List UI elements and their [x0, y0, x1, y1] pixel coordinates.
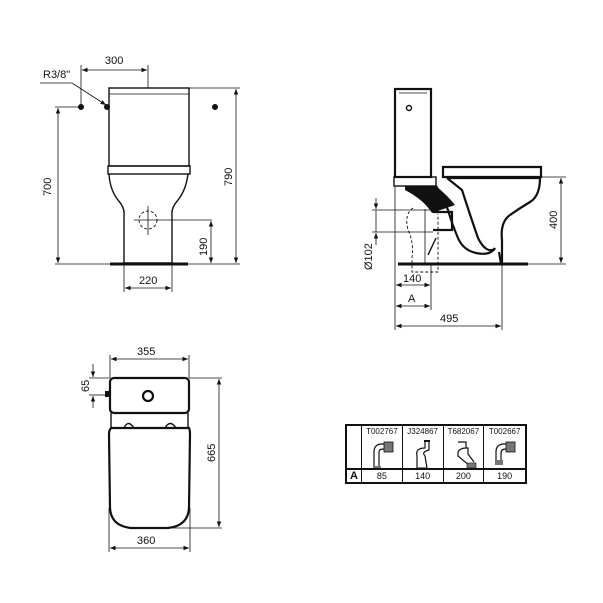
connector-a-value: 200 — [443, 468, 485, 482]
connector-code: T002667 — [488, 427, 521, 436]
side-seat-height-label: 400 — [548, 211, 560, 229]
top-inlet-offset-label: 65 — [80, 380, 92, 392]
top-total-length-label: 665 — [206, 444, 218, 462]
connector-code: T682067 — [447, 427, 480, 436]
table-corner-cell — [347, 426, 362, 468]
side-total-depth-label: 495 — [440, 313, 458, 325]
side-outlet-diameter-label: Ø102 — [363, 243, 375, 270]
pan-connector-90-short-icon — [495, 441, 516, 465]
side-view: 400 Ø102 140 A 495 — [363, 87, 566, 330]
front-base-width-label: 220 — [139, 275, 157, 287]
connector-column-1: T002767 — [362, 426, 403, 469]
connector-code: J324867 — [407, 427, 438, 436]
top-cistern-width-label: 355 — [137, 346, 155, 358]
connector-column-3: T682067 — [444, 426, 485, 469]
pan-connector-adjustable-icon — [456, 441, 476, 469]
connector-a-value: 140 — [402, 468, 444, 482]
front-inlet-offset-label: 300 — [105, 55, 123, 67]
connector-a-value: 190 — [484, 468, 525, 482]
connector-code: T002767 — [366, 427, 398, 436]
top-bowl-width-label: 360 — [137, 535, 155, 547]
side-variable-a-label: A — [408, 293, 416, 305]
front-inlet-height-label: 700 — [42, 178, 54, 196]
front-outlet-height-label: 190 — [198, 238, 210, 256]
pan-connector-90-bend-icon — [373, 441, 394, 469]
pan-connector-table: T002767 J324867 T682067 T002667 A 85 — [345, 424, 527, 484]
top-view: 355 65 665 360 — [80, 346, 222, 552]
pan-connector-offset-icon — [415, 440, 430, 469]
connector-a-value: 85 — [362, 468, 403, 482]
front-total-height-label: 790 — [223, 168, 235, 186]
connector-column-2: J324867 — [403, 426, 444, 469]
front-inlet-thread-label: R3/8" — [43, 69, 70, 81]
connector-column-4: T002667 — [484, 426, 525, 468]
side-outlet-distance-label: 140 — [403, 273, 421, 285]
row-label-a: A — [347, 468, 362, 482]
front-view: R3/8" 300 700 790 190 220 — [40, 55, 240, 292]
